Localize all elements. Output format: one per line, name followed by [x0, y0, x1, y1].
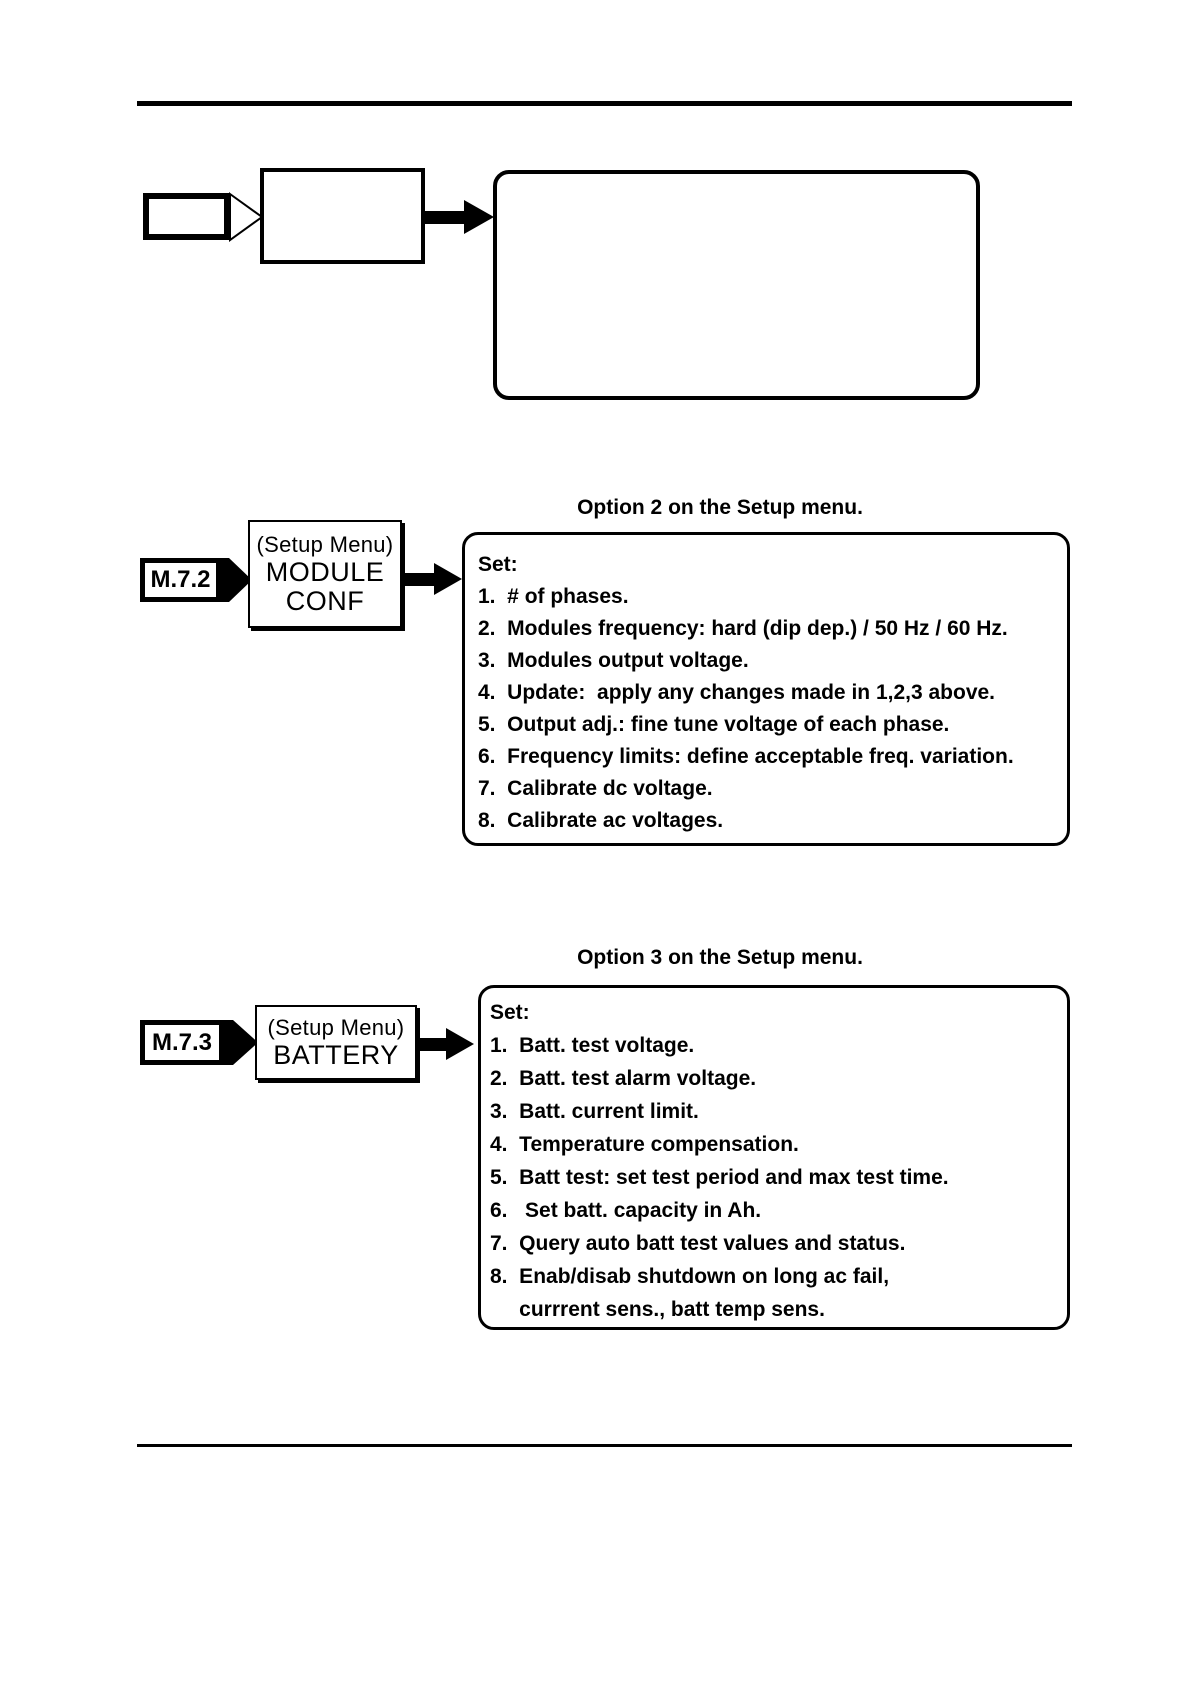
section2-arrow-icon [402, 573, 434, 586]
section3-heading: Option 3 on the Setup menu. [577, 946, 863, 969]
section3-menu-box: (Setup Menu) BATTERY [255, 1005, 417, 1080]
section2-heading: Option 2 on the Setup menu. [577, 496, 863, 519]
panel-line: 1. Batt. test voltage. [490, 1034, 695, 1057]
section2-menu-title-line1: MODULE [265, 557, 385, 587]
section2-key-label: M.7.2 [150, 566, 211, 593]
panel-line: 4. Update: apply any changes made in 1,2… [478, 681, 996, 704]
panel-line: 8. Enab/disab shutdown on long ac fail, [490, 1265, 890, 1288]
panel-line: currrent sens., batt temp sens. [490, 1298, 825, 1321]
flow1-arrow-icon [424, 211, 464, 224]
section3-menu-title-line1: BATTERY [273, 1040, 399, 1070]
panel-line: 1. # of phases. [478, 585, 629, 608]
flow1-pointer-icon [229, 192, 264, 242]
section2-menu-title-line2: CONF [285, 586, 365, 616]
panel-line: 8. Calibrate ac voltages. [478, 809, 724, 832]
panel-line: 6. Frequency limits: define acceptable f… [478, 745, 1014, 768]
section2-key-box: M.7.2 [140, 558, 221, 602]
section3-panel [478, 985, 1070, 1330]
bottom-rule [137, 1444, 1072, 1447]
panel-line: Set: [478, 553, 518, 576]
panel-line: 2. Modules frequency: hard (dip dep.) / … [478, 617, 1008, 640]
section2-menu-box: (Setup Menu) MODULE CONF [248, 520, 402, 628]
section3-key-box: M.7.3 [140, 1020, 224, 1065]
flow1-arrowhead-icon [464, 200, 494, 234]
panel-line: 4. Temperature compensation. [490, 1133, 799, 1156]
panel-line: 3. Modules output voltage. [478, 649, 749, 672]
panel-line: Set: [490, 1001, 530, 1024]
section3-arrow-icon [417, 1038, 446, 1051]
panel-line: 2. Batt. test alarm voltage. [490, 1067, 757, 1090]
section2-pointer-icon [219, 558, 252, 602]
panel-line: 7. Query auto batt test values and statu… [490, 1232, 906, 1255]
panel-line: 5. Output adj.: fine tune voltage of eac… [478, 713, 950, 736]
section3-panel-text: Set: 1. Batt. test voltage. 2. Batt. tes… [490, 996, 949, 1326]
panel-line: 3. Batt. current limit. [490, 1100, 699, 1123]
panel-line: 5. Batt test: set test period and max te… [490, 1166, 949, 1189]
top-rule [137, 101, 1072, 106]
section3-menu-subtitle: (Setup Menu) [267, 1015, 405, 1040]
panel-line: 7. Calibrate dc voltage. [478, 777, 713, 800]
section2-arrowhead-icon [434, 563, 462, 595]
flow1-key-box [143, 193, 230, 240]
section3-arrowhead-icon [446, 1028, 474, 1060]
section2-panel [462, 532, 1070, 846]
section2-menu-subtitle: (Setup Menu) [256, 532, 394, 557]
section2-panel-text: Set: 1. # of phases. 2. Modules frequenc… [478, 549, 1014, 837]
section3-key-label: M.7.3 [151, 1028, 213, 1056]
flow1-panel [493, 170, 980, 400]
section3-pointer-icon [222, 1020, 258, 1065]
flow1-menu-box [260, 168, 425, 264]
panel-line: 6. Set batt. capacity in Ah. [490, 1199, 762, 1222]
